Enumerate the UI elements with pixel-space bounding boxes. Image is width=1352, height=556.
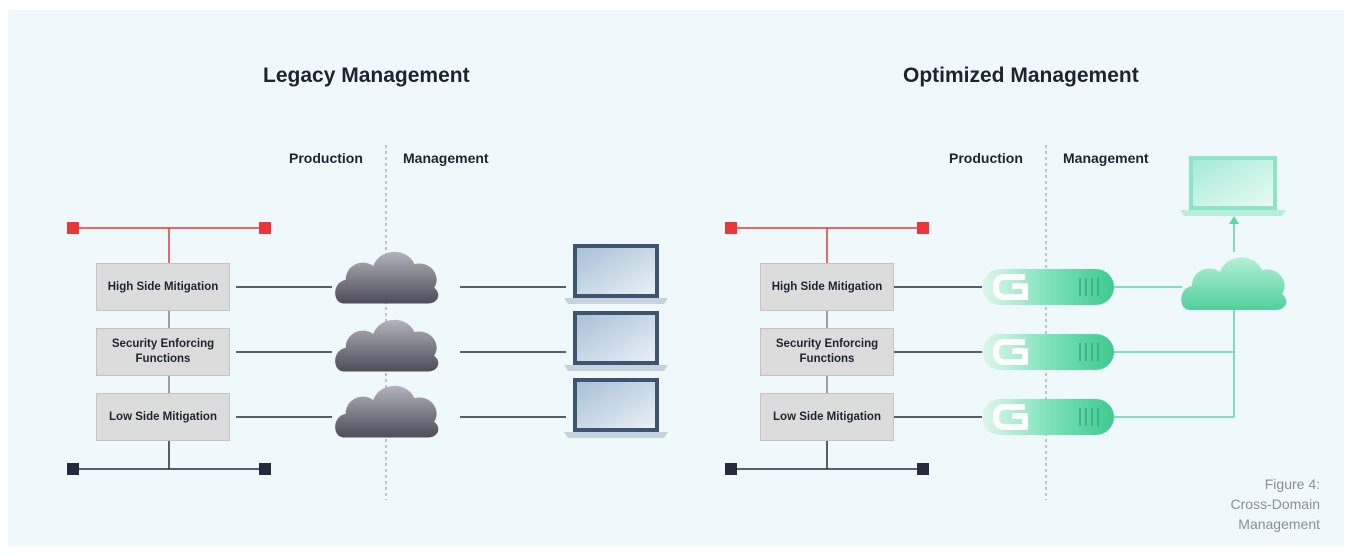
legacy-cloud-1 bbox=[335, 251, 439, 304]
optimized-high-side-box: High Side Mitigation bbox=[760, 263, 894, 311]
legacy-high-node-right bbox=[259, 222, 271, 234]
gateway-device-3 bbox=[982, 399, 1114, 435]
figure-caption: Figure 4: Cross-Domain Management bbox=[1231, 474, 1320, 534]
legacy-low-node-right bbox=[259, 463, 271, 475]
optimized-management-label: Management bbox=[1063, 150, 1149, 166]
optimized-low-side-box: Low Side Mitigation bbox=[760, 393, 894, 441]
gateway-device-2 bbox=[982, 334, 1114, 370]
caption-line-2: Cross-Domain bbox=[1230, 496, 1320, 512]
caption-line-3: Management bbox=[1238, 516, 1320, 532]
legacy-laptop-1 bbox=[564, 244, 668, 304]
optimized-bus-lines bbox=[731, 145, 1239, 500]
legacy-title: Legacy Management bbox=[263, 64, 470, 87]
legacy-laptop-2 bbox=[564, 311, 668, 371]
optimized-low-node-left bbox=[725, 463, 737, 475]
optimized-security-functions-box: Security Enforcing Functions bbox=[760, 328, 894, 376]
legacy-high-side-box: High Side Mitigation bbox=[96, 263, 230, 311]
legacy-security-functions-box: Security Enforcing Functions bbox=[96, 328, 230, 376]
legacy-production-label: Production bbox=[289, 150, 363, 166]
legacy-low-side-box: Low Side Mitigation bbox=[96, 393, 230, 441]
optimized-high-node-right bbox=[917, 222, 929, 234]
optimized-high-node-left bbox=[725, 222, 737, 234]
gateway-device-1 bbox=[982, 269, 1114, 305]
optimized-low-node-right bbox=[917, 463, 929, 475]
legacy-cloud-3 bbox=[335, 385, 439, 438]
legacy-high-node-left bbox=[67, 222, 79, 234]
legacy-laptop-3 bbox=[564, 378, 668, 438]
legacy-low-node-left bbox=[67, 463, 79, 475]
legacy-bus-lines bbox=[73, 145, 566, 500]
legacy-management-label: Management bbox=[403, 150, 489, 166]
optimized-laptop bbox=[1180, 156, 1286, 216]
optimized-production-label: Production bbox=[949, 150, 1023, 166]
optimized-cloud bbox=[1181, 257, 1287, 310]
optimized-title: Optimized Management bbox=[903, 64, 1139, 87]
caption-line-1: Figure 4: bbox=[1264, 476, 1320, 492]
legacy-cloud-2 bbox=[335, 319, 439, 372]
diagram-panel bbox=[8, 10, 1344, 546]
